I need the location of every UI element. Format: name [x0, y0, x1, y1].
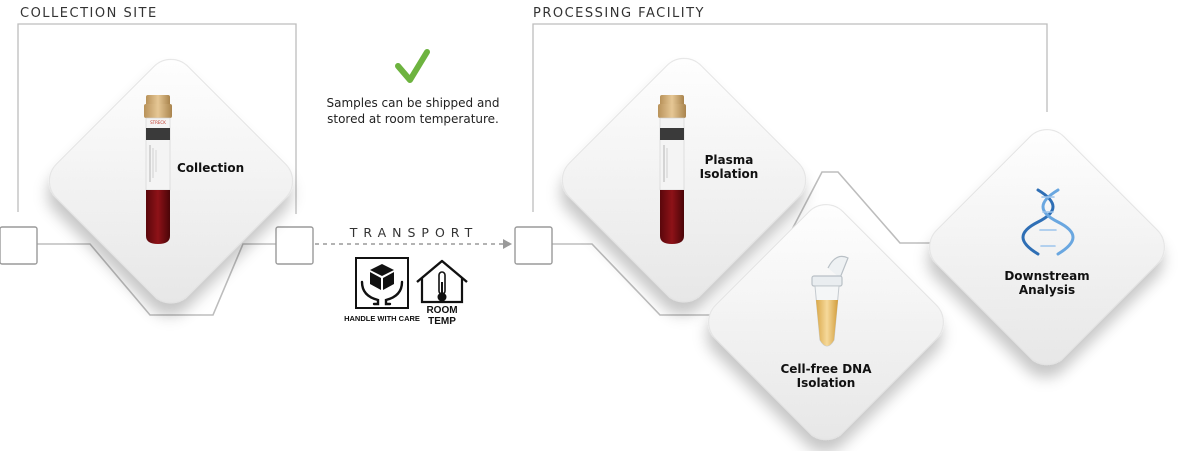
step-label-downstream-1: Downstream [1004, 269, 1089, 283]
step-label-cfdna-1: Cell-free DNA [780, 362, 872, 376]
step-label-plasma-2: Isolation [700, 167, 759, 181]
transport-arrow-head [503, 239, 512, 249]
note-line-2: stored at room temperature. [327, 112, 499, 126]
transport-label: TRANSPORT [349, 225, 478, 240]
step-label-cfdna-2: Isolation [797, 376, 856, 390]
downstream-analysis-card [929, 129, 1165, 365]
handle-with-care-icon [355, 257, 409, 309]
handle-with-care-caption: HANDLE WITH CARE [344, 314, 420, 323]
collection-site-title: COLLECTION SITE [20, 6, 158, 21]
step-label-plasma-1: Plasma [705, 153, 754, 167]
node-square-left [0, 226, 38, 265]
room-temp-caption-2: TEMP [428, 316, 456, 327]
node-square-facility-in [514, 226, 553, 265]
dna-helix-icon [1021, 188, 1075, 256]
node-square-collection-out [275, 226, 314, 265]
step-label-downstream-2: Analysis [1019, 283, 1075, 297]
check-icon [395, 49, 430, 83]
step-label-collection: Collection [177, 161, 244, 175]
collection-site-frame [17, 23, 297, 214]
collection-card [48, 58, 294, 304]
room-temp-caption-1: ROOM [426, 305, 457, 316]
processing-facility-title: PROCESSING FACILITY [533, 6, 705, 21]
blood-tube-icon: STRECK [144, 95, 172, 244]
note-line-1: Samples can be shipped and [326, 96, 499, 110]
room-temp-house-icon [416, 259, 468, 304]
svg-text:STRECK: STRECK [150, 120, 166, 125]
microtube-icon [811, 255, 849, 347]
processing-facility-frame [532, 23, 1048, 212]
blood-tube-icon-plasma [658, 95, 686, 244]
